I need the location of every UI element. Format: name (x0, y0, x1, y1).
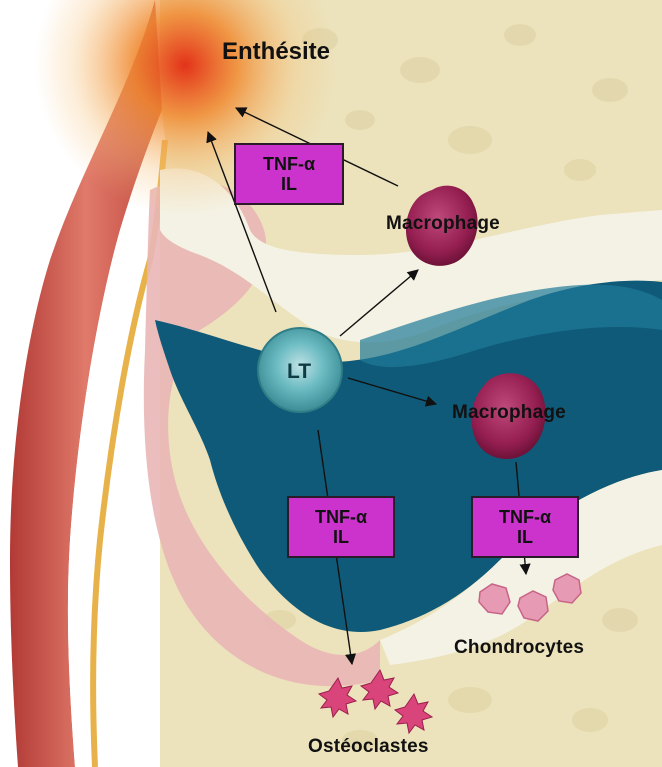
label-enthesite: Enthésite (222, 38, 330, 66)
label-osteoclastes: Ostéoclastes (308, 736, 429, 758)
cytokine-line-1: TNF-α (263, 154, 315, 174)
label-macrophage-mid: Macrophage (452, 402, 566, 424)
cytokine-line-1: TNF-α (315, 507, 367, 527)
cytokine-line-2: IL (333, 527, 349, 547)
label-lt: LT (287, 360, 311, 384)
label-macrophage-top: Macrophage (386, 213, 500, 235)
label-chondrocytes: Chondrocytes (454, 637, 584, 659)
cytokine-box-enthesis: TNF-α IL (234, 143, 344, 205)
cytokine-box-osteoclasts: TNF-α IL (287, 496, 395, 558)
cytokine-line-2: IL (281, 174, 297, 194)
cytokine-line-2: IL (517, 527, 533, 547)
cytokine-box-chondrocytes: TNF-α IL (471, 496, 579, 558)
cytokine-line-1: TNF-α (499, 507, 551, 527)
chondrocyte (553, 574, 581, 603)
